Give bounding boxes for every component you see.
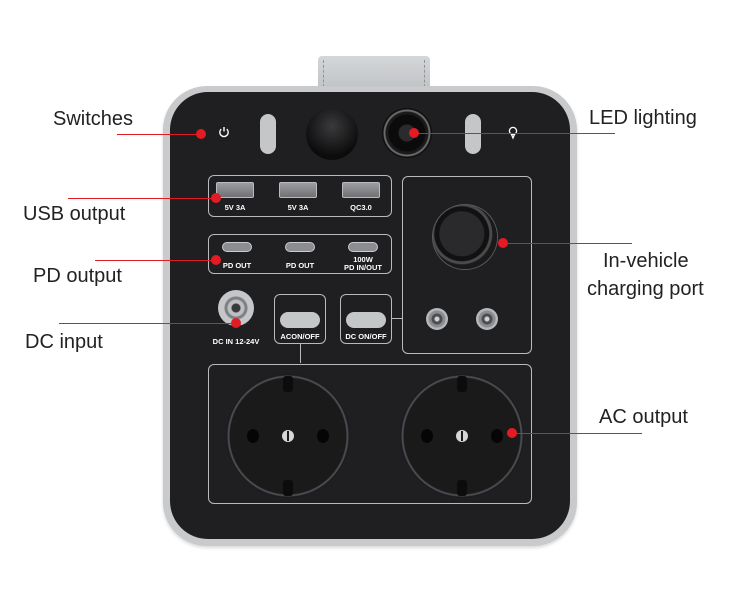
socket-ground-clip: [457, 376, 467, 392]
callout-switches: Switches: [53, 108, 134, 130]
leader-line-switches: [117, 134, 201, 135]
callout-in-vehicle-line2: charging port: [587, 278, 704, 300]
ac-on-off-button[interactable]: [280, 312, 320, 328]
pd-port-label-line2: PD IN/OUT: [344, 263, 382, 272]
callout-dot: [409, 128, 419, 138]
power-switch[interactable]: [260, 114, 276, 154]
socket-pin-hole: [491, 429, 503, 443]
callout-dot: [498, 238, 508, 248]
led-switch[interactable]: [465, 114, 481, 154]
callout-in-vehicle-line1: In-vehicle: [603, 250, 689, 272]
ac-switch-label: ACON/OFF: [280, 332, 320, 341]
usb-a-port-3: [342, 182, 380, 198]
usb-a-port-1: [216, 182, 254, 198]
socket-ground-clip: [283, 376, 293, 392]
lightbulb-icon: [507, 126, 519, 140]
leader-line-dc-input: [59, 323, 236, 324]
usb-output-group: [208, 175, 392, 217]
socket-screw: [282, 430, 294, 442]
pd-port-label: PD OUT: [285, 261, 315, 270]
callout-ac-output: AC output: [599, 406, 688, 428]
ac-socket-2: [400, 374, 524, 498]
vehicle-charging-group: [402, 176, 532, 354]
socket-ground-clip: [457, 480, 467, 496]
pd-output-group: [208, 234, 392, 274]
ac-socket-1: [226, 374, 350, 498]
usb-port-label: 5V 3A: [287, 203, 309, 212]
usb-port-label: 5V 3A: [224, 203, 246, 212]
usb-a-port-2: [279, 182, 317, 198]
usb-port-label: QC3.0: [350, 203, 372, 212]
dc5521-port-2: [476, 308, 498, 330]
usb-c-port-3: [348, 242, 378, 252]
callout-dc-input: DC input: [25, 331, 103, 353]
ac-switch-group: [274, 294, 326, 344]
leader-line-ac: [512, 433, 642, 434]
main-button[interactable]: [306, 108, 358, 160]
socket-pin-hole: [317, 429, 329, 443]
dc-switch-group: [340, 294, 392, 344]
cigarette-lighter-socket: [433, 205, 497, 269]
ac-output-group: [208, 364, 532, 504]
leader-line-vehicle: [503, 243, 632, 244]
leader-line-pd: [95, 260, 216, 261]
leader-line-led: [414, 133, 615, 134]
socket-screw: [456, 430, 468, 442]
callout-usb-output: USB output: [23, 203, 126, 225]
callout-dot: [211, 193, 221, 203]
handle-stitch: [424, 60, 425, 102]
socket-pin-hole: [421, 429, 433, 443]
callout-dot: [211, 255, 221, 265]
handle-stitch: [323, 60, 324, 102]
usb-c-port-2: [285, 242, 315, 252]
leader-line-usb: [68, 198, 216, 199]
dc5521-port-1: [426, 308, 448, 330]
pd-port-label: PD OUT: [222, 261, 252, 270]
callout-dot: [507, 428, 517, 438]
callout-dot: [196, 129, 206, 139]
callout-led-lighting: LED lighting: [589, 107, 697, 129]
callout-dot: [231, 318, 241, 328]
dc-input-label: DC IN 12-24V: [212, 337, 260, 346]
socket-ground-clip: [283, 480, 293, 496]
socket-pin-hole: [247, 429, 259, 443]
power-icon: [218, 126, 230, 138]
connector-line: [392, 318, 402, 319]
usb-c-port-1: [222, 242, 252, 252]
connector-line: [300, 344, 301, 363]
dc-on-off-button[interactable]: [346, 312, 386, 328]
pd-port-label-line1: 100W: [353, 255, 373, 264]
dc-switch-label: DC ON/OFF: [345, 332, 387, 341]
callout-pd-output: PD output: [33, 265, 122, 287]
